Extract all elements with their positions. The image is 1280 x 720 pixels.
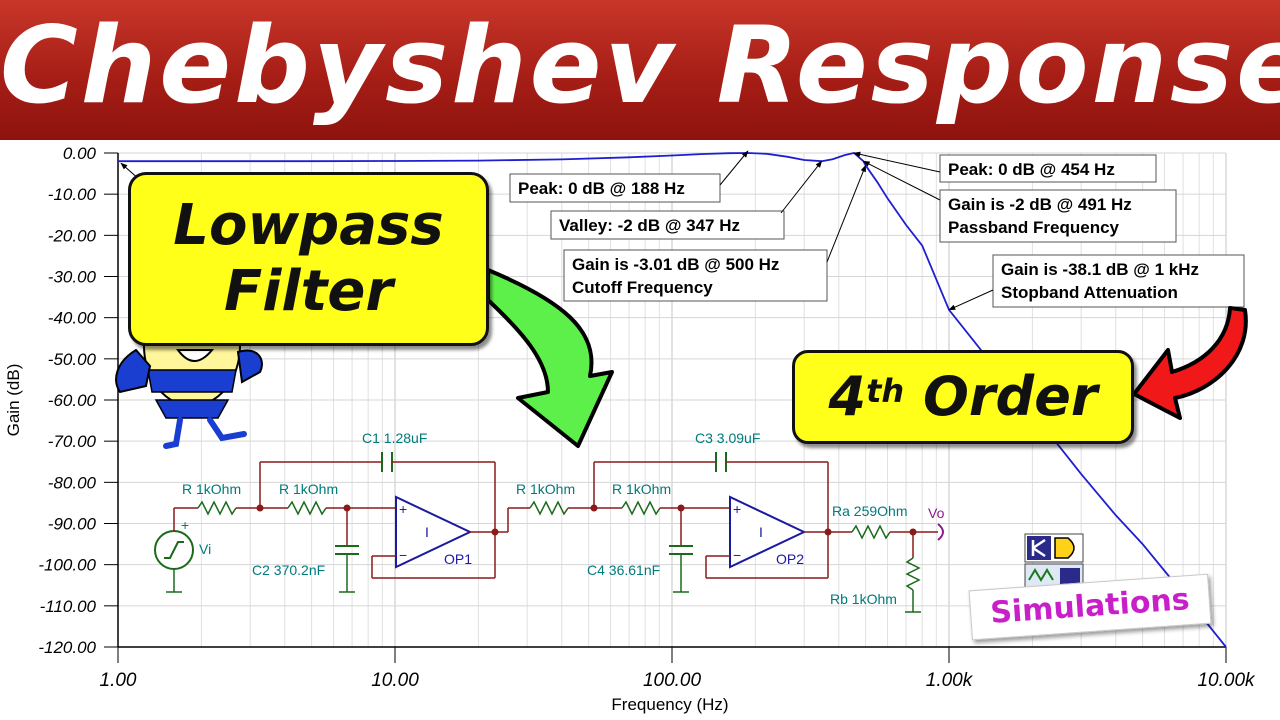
y-tick-label: 0.00 [63,144,97,163]
r3-label: R 1kOhm [516,481,575,497]
op2-label: OP2 [776,551,804,567]
order-number: 4 [828,365,867,428]
y-tick-label: -30.00 [48,268,97,287]
annotation-arrow [948,289,994,311]
y-tick-label: -120.00 [38,638,96,657]
annotation-box [563,249,828,302]
y-tick-label: -10.00 [48,185,97,204]
x-axis-label: Frequency (Hz) [611,695,728,714]
x-tick-label: 10.00 [371,670,419,691]
red-arrow-icon [1132,306,1248,420]
y-tick-label: -20.00 [48,226,97,245]
lowpass-line2: Filter [223,259,393,324]
annotation-subtext: Passband Frequency [948,218,1120,237]
annotation-text: Gain is -3.01 dB @ 500 Hz [572,255,779,274]
tick-labels: 0.00 -10.00 -20.00 -30.00 -40.00 -50.00 -60.00… [38,144,1256,691]
annotation-text: Gain is -38.1 dB @ 1 kHz [1001,260,1199,279]
rb-label: Rb 1kOhm [830,591,897,607]
x-tick-label: 1.00k [926,670,974,691]
x-tick-label: 10.00k [1197,670,1256,691]
r2-label: R 1kOhm [279,481,338,497]
y-tick-label: -80.00 [48,473,97,492]
op1-minus: − [399,547,407,563]
order-superscript: th [866,372,905,410]
order-text: 4th Order [795,361,1131,433]
lowpass-filter-text: Lowpass Filter [131,193,486,325]
title-banner: Chebyshev Response [0,0,1280,140]
op1-plus: + [399,501,407,517]
kd-logo-icon [1024,533,1084,589]
source-plus: + [181,517,189,533]
annotation-text: Peak: 0 dB @ 188 Hz [518,179,685,198]
banner-title: Chebyshev Response [0,4,1280,127]
lowpass-line1: Lowpass [173,193,444,258]
y-tick-label: -40.00 [48,309,97,328]
y-tick-label: -100.00 [38,556,96,575]
lowpass-filter-callout: Lowpass Filter [128,172,489,346]
x-tick-label: 100.00 [643,670,702,691]
op2-plus: + [733,501,741,517]
annotation-arrow [826,164,867,263]
annotation-arrow [780,160,823,214]
op1-symbol: I [425,524,429,540]
y-tick-label: -70.00 [48,432,97,451]
annotation-box [550,210,785,240]
annotation-box [509,173,721,203]
c1-label: C1 1.28uF [362,430,427,446]
annotation-subtext: Stopband Attenuation [1001,283,1178,302]
circuit-schematic [154,452,944,613]
annotation-arrow [719,150,749,186]
c2-label: C2 370.2nF [252,562,325,578]
y-tick-label: -90.00 [48,515,97,534]
annotation-text: Peak: 0 dB @ 454 Hz [948,160,1115,179]
r4-label: R 1kOhm [612,481,671,497]
annotation-box [992,254,1245,308]
x-tick-label: 1.00 [100,670,137,691]
c4-label: C4 36.61nF [587,562,660,578]
y-axis-label: Gain (dB) [4,364,23,437]
green-arrow-icon [486,268,614,448]
annotation-arrow [853,151,941,173]
source-label: Vi [199,541,211,557]
annotation-text: Gain is -2 dB @ 491 Hz [948,195,1132,214]
annotation-layer: Peak: 0 dB @ 188 Hz Valley: -2 dB @ 347 H… [120,150,1245,311]
op1-label: OP1 [444,551,472,567]
op2-symbol: I [759,524,763,540]
order-word: Order [904,365,1098,428]
op2-minus: − [733,547,741,563]
y-tick-label: -110.00 [40,597,97,616]
c3-label: C3 3.09uF [695,430,760,446]
annotation-box [939,189,1177,243]
y-tick-label: -50.00 [48,350,97,369]
annotation-subtext: Cutoff Frequency [572,278,713,297]
annotation-text: Valley: -2 dB @ 347 Hz [559,216,740,235]
order-callout: 4th Order [792,350,1134,444]
annotation-box [939,154,1157,183]
annotation-arrow [862,160,941,201]
output-label: Vo [928,505,945,521]
r1-label: R 1kOhm [182,481,241,497]
ra-label: Ra 259Ohm [832,503,907,519]
y-tick-label: -60.00 [48,391,97,410]
